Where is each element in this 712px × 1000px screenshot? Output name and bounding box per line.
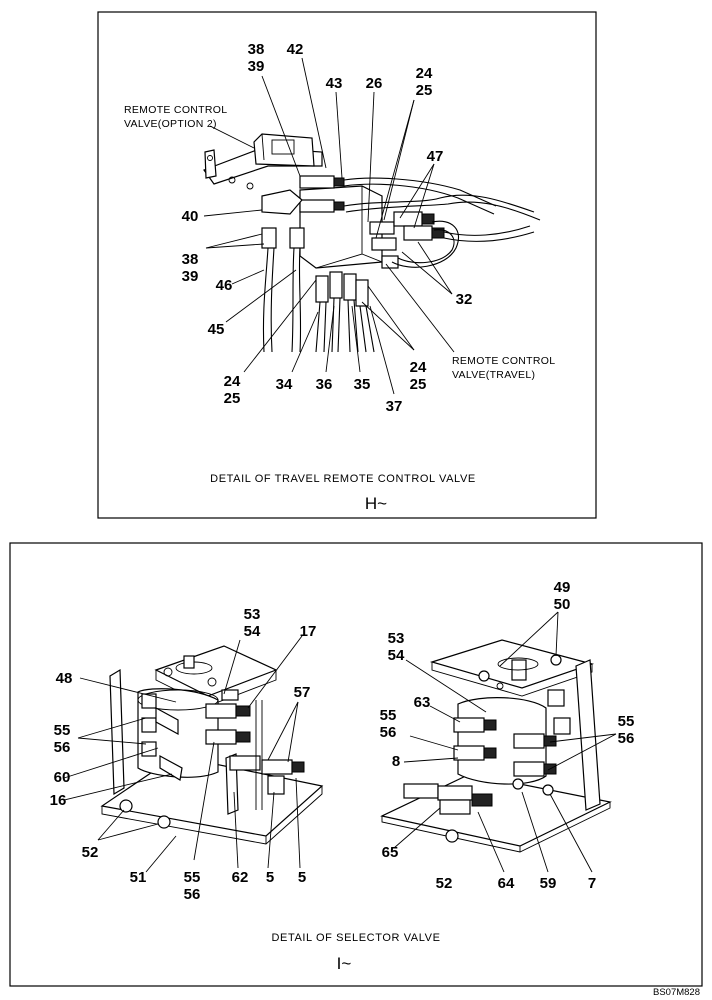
part-number-16: 16 bbox=[50, 792, 67, 809]
fittings-left bbox=[261, 175, 345, 249]
panel-h: 38 39 42 43 26 24 25 47 40 38 39 46 45 3… bbox=[97, 11, 597, 519]
drawing-code: BS07M828 bbox=[653, 987, 700, 998]
panel-h-frame bbox=[97, 11, 597, 519]
part-number-5: 5 bbox=[298, 869, 306, 886]
part-number-38: 38 bbox=[248, 41, 265, 58]
caption-i: DETAIL OF SELECTOR VALVE bbox=[271, 932, 440, 944]
part-number-56: 56 bbox=[184, 886, 201, 903]
part-number-64: 64 bbox=[498, 875, 515, 892]
part-number-55: 55 bbox=[618, 713, 635, 730]
leaders-h bbox=[203, 57, 455, 395]
callout-option2-line1: REMOTE CONTROL bbox=[124, 104, 227, 116]
part-number-56: 56 bbox=[618, 730, 635, 747]
part-number-5: 5 bbox=[266, 869, 274, 886]
part-number-35: 35 bbox=[354, 376, 371, 393]
part-number-60: 60 bbox=[54, 769, 71, 786]
callout-travel-line2: VALVE(TRAVEL) bbox=[452, 369, 535, 381]
part-number-53: 53 bbox=[244, 606, 261, 623]
leaders-i bbox=[63, 611, 617, 873]
part-number-51: 51 bbox=[130, 869, 147, 886]
part-number-24: 24 bbox=[416, 65, 433, 82]
part-numbers-h: 38 39 42 43 26 24 25 47 40 38 39 46 45 3… bbox=[182, 41, 473, 415]
part-number-45: 45 bbox=[208, 321, 225, 338]
part-number-37: 37 bbox=[386, 398, 403, 415]
part-number-52: 52 bbox=[436, 875, 453, 892]
part-number-40: 40 bbox=[182, 208, 199, 225]
part-number-24: 24 bbox=[224, 373, 241, 390]
remote-control-valve-option2 bbox=[253, 133, 315, 167]
part-number-43: 43 bbox=[326, 75, 343, 92]
selector-valve-right bbox=[380, 639, 612, 853]
part-number-55: 55 bbox=[184, 869, 201, 886]
part-number-47: 47 bbox=[427, 148, 444, 165]
callout-option2-line2: VALVE(OPTION 2) bbox=[124, 118, 217, 130]
part-number-42: 42 bbox=[287, 41, 304, 58]
part-number-24: 24 bbox=[410, 359, 427, 376]
part-number-17: 17 bbox=[300, 623, 317, 640]
part-number-52: 52 bbox=[82, 844, 99, 861]
part-number-36: 36 bbox=[316, 376, 333, 393]
part-number-38: 38 bbox=[182, 251, 199, 268]
part-number-46: 46 bbox=[216, 277, 233, 294]
part-number-55: 55 bbox=[380, 707, 397, 724]
part-number-26: 26 bbox=[366, 75, 383, 92]
part-number-53: 53 bbox=[388, 630, 405, 647]
part-number-59: 59 bbox=[540, 875, 557, 892]
part-number-65: 65 bbox=[382, 844, 399, 861]
part-number-39: 39 bbox=[182, 268, 199, 285]
hoses-h bbox=[262, 177, 541, 353]
part-number-56: 56 bbox=[54, 739, 71, 756]
part-number-32: 32 bbox=[456, 291, 473, 308]
part-number-25: 25 bbox=[410, 376, 427, 393]
part-number-54: 54 bbox=[244, 623, 261, 640]
part-number-48: 48 bbox=[56, 670, 73, 687]
fittings-bottom bbox=[315, 271, 369, 307]
panel-i-frame bbox=[9, 542, 703, 987]
view-label-h: H~ bbox=[365, 494, 387, 513]
part-numbers-i: 53 54 17 48 57 55 56 60 16 52 51 55 56 6… bbox=[50, 579, 635, 903]
part-number-8: 8 bbox=[392, 753, 400, 770]
part-number-25: 25 bbox=[224, 390, 241, 407]
callout-travel-line1: REMOTE CONTROL bbox=[452, 355, 555, 367]
part-number-63: 63 bbox=[414, 694, 431, 711]
part-number-39: 39 bbox=[248, 58, 265, 75]
panel-i: 53 54 17 48 57 55 56 60 16 52 51 55 56 6… bbox=[9, 542, 703, 987]
fittings-right bbox=[369, 211, 445, 269]
part-number-49: 49 bbox=[554, 579, 571, 596]
caption-h: DETAIL OF TRAVEL REMOTE CONTROL VALVE bbox=[210, 473, 476, 485]
part-number-34: 34 bbox=[276, 376, 293, 393]
part-number-56: 56 bbox=[380, 724, 397, 741]
part-number-57: 57 bbox=[294, 684, 311, 701]
part-number-54: 54 bbox=[388, 647, 405, 664]
part-number-7: 7 bbox=[588, 875, 596, 892]
selector-valve-left bbox=[100, 645, 324, 845]
part-number-55: 55 bbox=[54, 722, 71, 739]
part-number-25: 25 bbox=[416, 82, 433, 99]
part-number-62: 62 bbox=[232, 869, 249, 886]
view-label-i: I~ bbox=[337, 954, 352, 973]
part-number-50: 50 bbox=[554, 596, 571, 613]
